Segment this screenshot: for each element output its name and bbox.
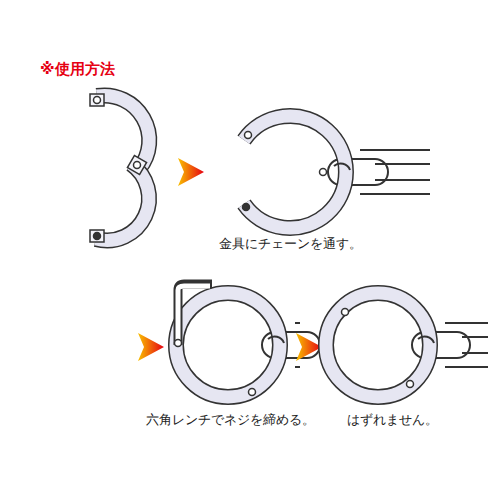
ring-half	[96, 164, 149, 240]
closed-ring	[326, 293, 430, 397]
chain-line	[360, 149, 430, 151]
chain-line	[375, 163, 430, 165]
screw-hole	[245, 132, 252, 139]
c-ring	[244, 116, 346, 228]
closed-ring-fill	[326, 293, 430, 397]
chain-line	[445, 322, 488, 324]
step-caption: 六角レンチでネジを締める。	[146, 412, 315, 428]
screw-hole	[320, 169, 327, 176]
screw	[94, 233, 101, 240]
closed-ring	[176, 293, 280, 397]
chain-link	[328, 159, 388, 185]
step-arrow	[178, 158, 204, 186]
screw-hole	[94, 97, 101, 104]
chain-link-front	[418, 336, 434, 343]
screw-hole	[342, 309, 349, 316]
chain-line	[462, 336, 488, 338]
hinge-plate	[127, 155, 146, 174]
step-caption: はずれません。	[347, 412, 438, 428]
closed-ring-fill	[176, 293, 280, 397]
ring-half-fill	[96, 164, 149, 240]
screw-hole	[175, 340, 182, 347]
c-ring-fill	[244, 116, 346, 228]
chain-line	[445, 366, 488, 368]
usage-title: ※使用方法	[40, 60, 115, 78]
chain-line	[462, 352, 488, 354]
chain-link	[412, 332, 470, 358]
chain-line	[375, 179, 430, 181]
screw	[243, 204, 250, 211]
screw-hole	[249, 389, 256, 396]
screw-hole	[134, 162, 141, 169]
hex-wrench-fill	[178, 286, 210, 343]
hinge-plate	[90, 94, 104, 106]
step-arrow	[138, 333, 164, 361]
chain-line	[295, 322, 300, 324]
chain-link-front	[268, 336, 284, 343]
hex-wrench	[178, 284, 212, 345]
screw-hole	[407, 381, 414, 388]
hinge-plate	[90, 230, 104, 242]
chain-line	[295, 366, 300, 368]
chain-line	[360, 193, 430, 195]
step-caption: 金具にチェーンを通す。	[219, 236, 362, 252]
ring-half	[97, 95, 149, 169]
ring-half-fill	[97, 95, 149, 169]
chain-link-front	[334, 163, 350, 170]
